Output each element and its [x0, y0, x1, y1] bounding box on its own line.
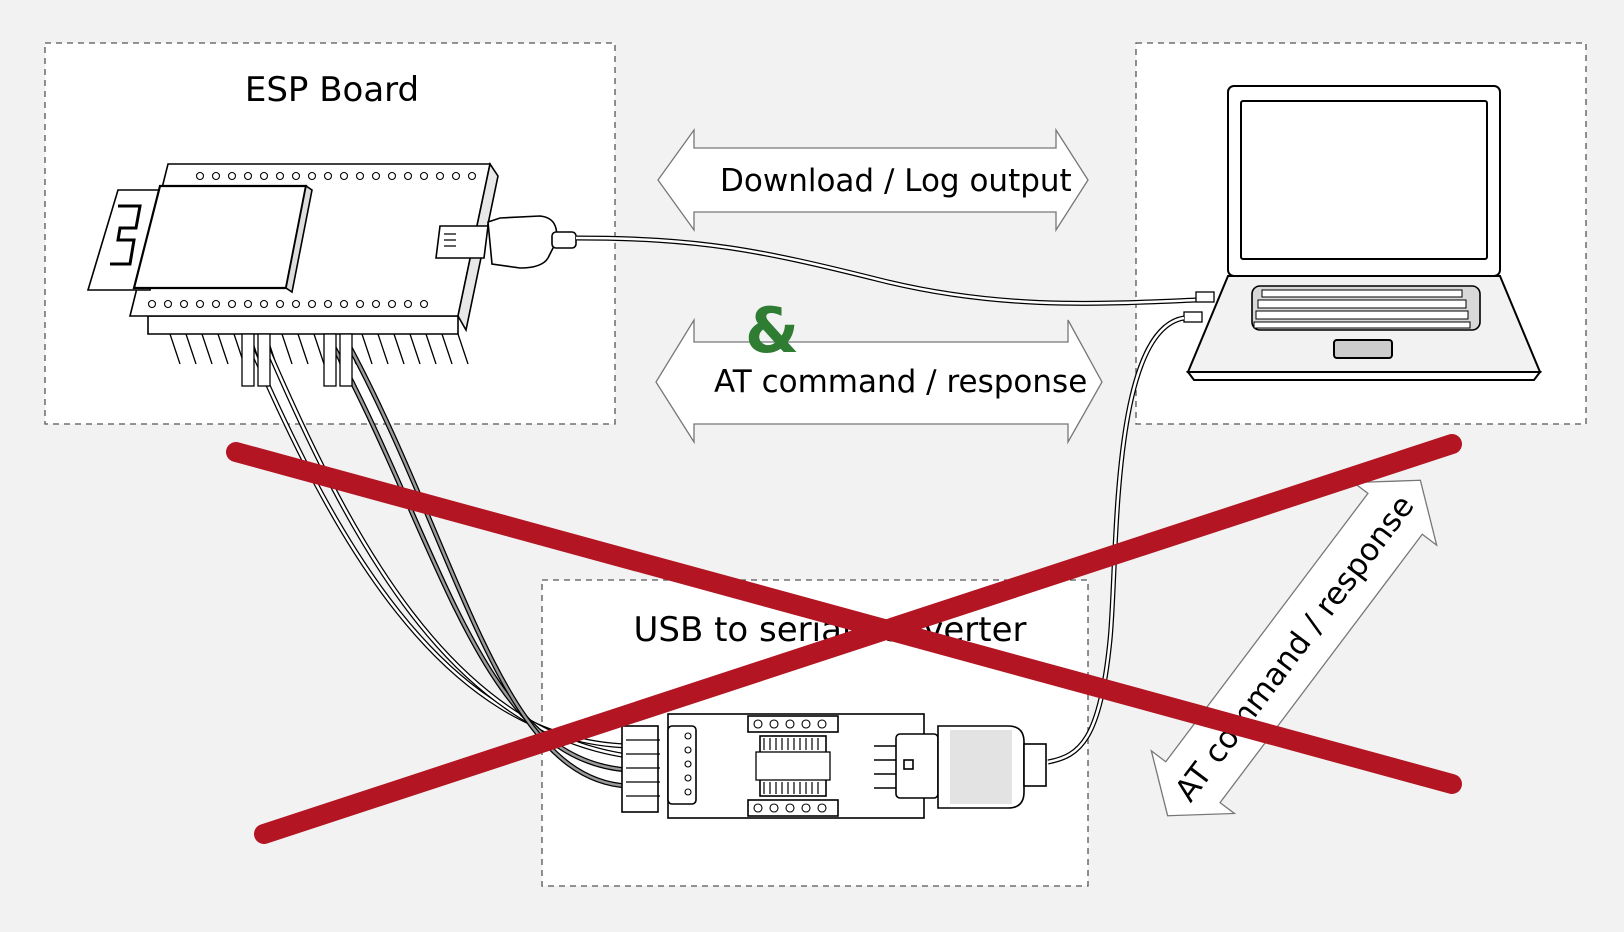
esp-board-title: ESP Board: [245, 70, 419, 110]
download-log-label: Download / Log output: [720, 163, 1072, 199]
usb-cable-laptop-converter: [1047, 315, 1185, 765]
laptop-illustration: [1183, 85, 1542, 381]
usb-cable-esp-laptop: [575, 235, 1197, 306]
usb-serial-converter-illustration: [621, 713, 1047, 819]
at-command-arrow-diagonal: AT command / response: [1150, 479, 1438, 817]
at-command-arrow-middle: AT command / response: [655, 317, 1103, 445]
ampersand-symbol: &: [745, 294, 799, 367]
esp-board-illustration: [86, 161, 577, 365]
cross-out-mark: [226, 434, 1462, 844]
at-command-label-middle: AT command / response: [714, 364, 1087, 400]
download-log-arrow: Download / Log output: [657, 127, 1089, 233]
